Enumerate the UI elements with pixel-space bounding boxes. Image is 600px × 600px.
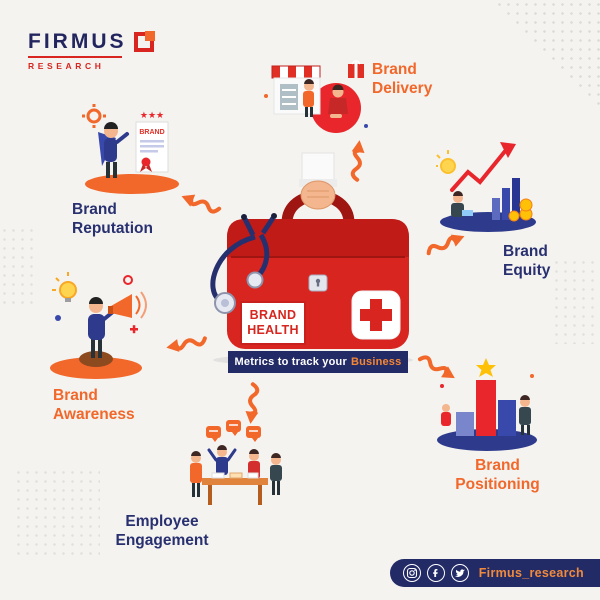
brand-health-bag-illustration: [210, 152, 413, 366]
gift-icon: [348, 60, 364, 78]
brand-equity-label: Brand Equity: [503, 243, 551, 279]
hero-figure: [98, 122, 129, 178]
logo-underline: [28, 56, 122, 58]
arrow-employee-engagement-icon: [245, 382, 260, 424]
bag-tag-line2: HEALTH: [247, 323, 299, 337]
facebook-icon[interactable]: [426, 564, 445, 582]
brand-awareness-illustration: [50, 272, 147, 379]
brand-delivery-illustration: [264, 60, 368, 133]
logo-subtitle: RESEARCH: [28, 61, 105, 71]
employee-engagement-illustration: [190, 420, 282, 505]
stethoscope-icon: [210, 213, 277, 314]
employee-engagement-label: Employee Engagement: [115, 513, 209, 549]
metrics-banner: Metrics to track your Business: [228, 351, 408, 373]
dots-pattern-top-right: [491, 0, 600, 108]
gear-icon: [82, 104, 106, 128]
arrow-brand-positioning-icon: [417, 355, 455, 379]
bag-brand-health-tag: BRAND HEALTH: [240, 301, 306, 345]
stars-icon: ★★★: [140, 110, 164, 120]
banner-text: Metrics to track your: [234, 356, 347, 368]
arrow-brand-delivery-icon: [350, 140, 365, 182]
instagram-icon[interactable]: [402, 564, 421, 582]
brand-reputation-illustration: BRAND ★★★: [82, 104, 179, 194]
dots-pattern-right: [552, 258, 600, 344]
certificate-label: BRAND: [139, 129, 164, 136]
brand-delivery-label: Brand Delivery: [372, 61, 433, 97]
twitter-icon[interactable]: [450, 564, 469, 582]
bag-tag-line1: BRAND: [249, 308, 297, 322]
logo-name: FIRMUS: [28, 30, 127, 53]
brand-reputation-label: Brand Reputation: [72, 201, 153, 237]
brand-positioning-label: Brand Positioning: [455, 457, 540, 493]
banner-highlight: Business: [350, 356, 402, 368]
megaphone-icon: [108, 291, 147, 319]
brand-equity-illustration: [436, 142, 536, 232]
arrow-brand-awareness-icon: [166, 336, 207, 352]
dots-pattern-left: [0, 226, 38, 304]
arrow-brand-reputation-icon: [181, 194, 222, 214]
brand-positioning-illustration: [437, 358, 537, 451]
chat-bubbles-icon: [206, 420, 261, 442]
lightbulb-icon: [52, 272, 77, 302]
medical-cross-icon: [351, 290, 401, 340]
footer-handle[interactable]: Firmus_research: [478, 566, 584, 580]
logo-squares-icon: [133, 31, 155, 52]
firmus-logo: FIRMUS RESEARCH: [28, 30, 155, 71]
certificate-icon: BRAND: [135, 121, 169, 173]
brand-awareness-label: Brand Awareness: [53, 387, 135, 423]
footer-social-bar: Firmus_research: [389, 559, 600, 587]
dots-pattern-bottom-left: [14, 468, 100, 560]
arrow-brand-equity-icon: [426, 234, 465, 256]
